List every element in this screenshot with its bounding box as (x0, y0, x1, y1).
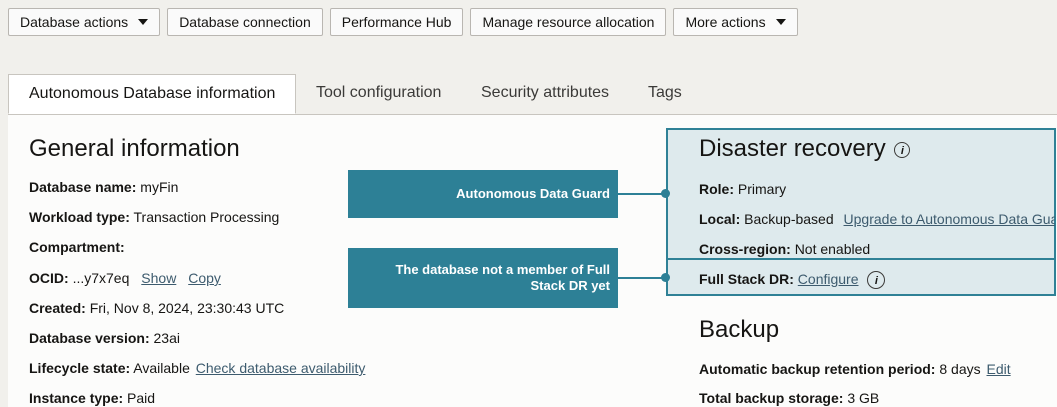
instance-type-value: Paid (127, 390, 156, 406)
full-stack-dr-label: Full Stack DR: (699, 271, 794, 287)
info-icon[interactable]: i (867, 271, 886, 290)
workload-type-label: Workload type: (29, 209, 130, 225)
dr-local-value: Backup-based (744, 211, 834, 227)
database-version-label: Database version: (29, 330, 150, 346)
database-name-row: Database name: myFin (29, 179, 178, 195)
performance-hub-button[interactable]: Performance Hub (329, 8, 464, 36)
instance-type-row: Instance type: Paid (29, 390, 155, 406)
backup-retention-row: Automatic backup retention period: 8 day… (699, 361, 1011, 377)
dr-role-label: Role: (699, 181, 734, 197)
dr-role-row: Role: Primary (699, 181, 786, 197)
chevron-down-icon (775, 19, 786, 25)
dr-cross-region-row: Cross-region: Not enabled (699, 241, 870, 257)
callout-dot (661, 189, 670, 198)
dr-local-row: Local: Backup-based Upgrade to Autonomou… (699, 211, 1055, 227)
more-actions-label: More actions (685, 14, 766, 30)
tab-security-attributes[interactable]: Security attributes (481, 84, 610, 101)
full-stack-dr-configure-link[interactable]: Configure (797, 271, 859, 287)
compartment-label: Compartment: (29, 239, 125, 255)
info-icon[interactable]: i (894, 141, 911, 158)
database-version-row: Database version: 23ai (29, 330, 180, 346)
dr-role-value: Primary (737, 181, 787, 197)
created-label: Created: (29, 300, 86, 316)
total-backup-storage-label: Total backup storage: (699, 390, 844, 406)
chevron-down-icon (138, 19, 149, 25)
tab-tool-configuration[interactable]: Tool configuration (316, 84, 442, 101)
tab-tags[interactable]: Tags (648, 84, 682, 101)
general-information-heading: General information (29, 135, 240, 162)
database-actions-label: Database actions (20, 14, 129, 30)
full-stack-dr-callout-line2: Stack DR yet (530, 278, 610, 293)
ocid-copy-link[interactable]: Copy (188, 270, 221, 286)
created-value: Fri, Nov 8, 2024, 23:30:43 UTC (89, 300, 285, 316)
full-stack-dr-callout: The database not a member of Full Stack … (348, 248, 618, 308)
database-name-label: Database name: (29, 179, 137, 195)
disaster-recovery-highlight (666, 128, 1056, 296)
dr-local-label: Local: (699, 211, 741, 227)
database-name-value: myFin (140, 179, 179, 195)
dr-cross-region-value: Not enabled (794, 241, 871, 257)
lifecycle-state-label: Lifecycle state: (29, 360, 131, 376)
ocid-row: OCID: ...y7x7eq Show Copy (29, 270, 221, 286)
disaster-recovery-heading: Disaster recovery i (699, 135, 911, 163)
disaster-recovery-title: Disaster recovery (699, 135, 886, 162)
autonomous-data-guard-callout: Autonomous Data Guard (348, 170, 618, 218)
backup-heading: Backup (699, 316, 780, 343)
total-backup-storage-value: 3 GB (847, 390, 880, 406)
ocid-show-link[interactable]: Show (141, 270, 177, 286)
callout-connector (618, 277, 665, 279)
full-stack-dr-callout-line1: The database not a member of Full (395, 262, 610, 277)
dr-cross-region-label: Cross-region: (699, 241, 791, 257)
full-stack-dr-separator (666, 258, 1056, 260)
more-actions-button[interactable]: More actions (673, 8, 798, 36)
instance-type-label: Instance type: (29, 390, 124, 406)
backup-retention-edit-link[interactable]: Edit (986, 361, 1011, 377)
created-row: Created: Fri, Nov 8, 2024, 23:30:43 UTC (29, 300, 284, 316)
tab-bar: Autonomous Database information Tool con… (8, 74, 1057, 115)
callout-dot (661, 273, 670, 282)
workload-type-row: Workload type: Transaction Processing (29, 209, 279, 225)
database-actions-button[interactable]: Database actions (8, 8, 161, 36)
toolbar: Database actions Database connection Per… (8, 8, 798, 38)
total-backup-storage-row: Total backup storage: 3 GB (699, 390, 879, 406)
check-database-availability-link[interactable]: Check database availability (195, 360, 366, 376)
upgrade-to-autonomous-data-guard-link[interactable]: Upgrade to Autonomous Data Gua (843, 211, 1055, 227)
callout-connector (618, 193, 665, 195)
backup-retention-label: Automatic backup retention period: (699, 361, 936, 377)
backup-retention-value: 8 days (939, 361, 981, 377)
database-connection-button[interactable]: Database connection (167, 8, 323, 36)
ocid-label: OCID: (29, 270, 69, 286)
tab-autonomous-database-information[interactable]: Autonomous Database information (8, 74, 296, 114)
lifecycle-state-value: Available (133, 360, 190, 376)
manage-resource-allocation-button[interactable]: Manage resource allocation (470, 8, 667, 36)
lifecycle-state-row: Lifecycle state: Available Check databas… (29, 360, 365, 376)
workload-type-value: Transaction Processing (133, 209, 280, 225)
compartment-row: Compartment: (29, 239, 125, 255)
ocid-value: ...y7x7eq (72, 270, 130, 286)
full-stack-dr-row: Full Stack DR: Configure i (699, 271, 886, 290)
database-version-value: 23ai (153, 330, 180, 346)
